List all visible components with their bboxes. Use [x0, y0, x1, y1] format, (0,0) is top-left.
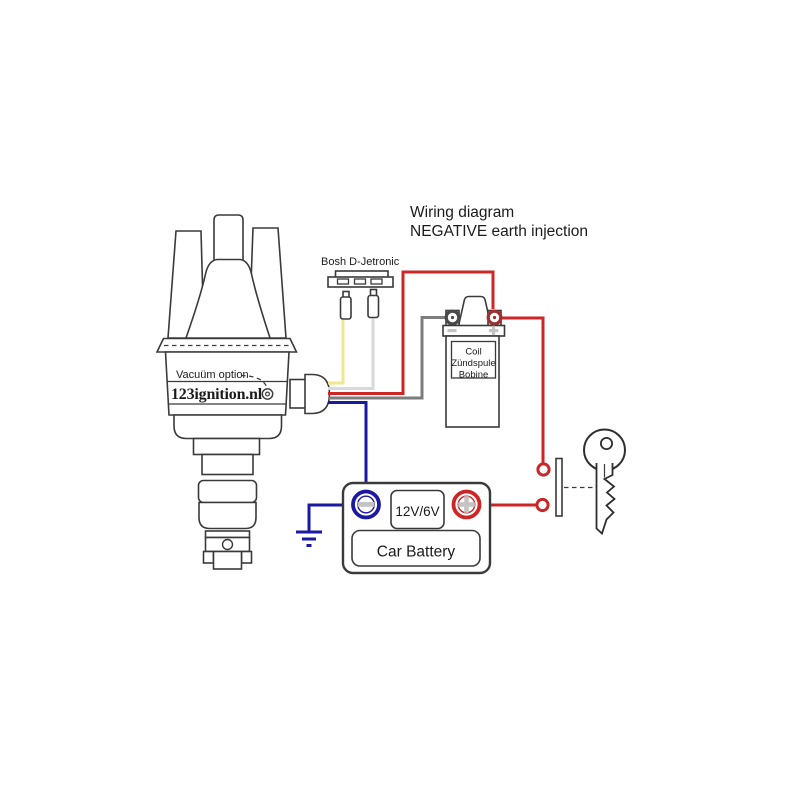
coil-label-line-1: Coil	[465, 347, 481, 358]
shaft-section-3	[197, 479, 258, 504]
wires	[296, 270, 545, 547]
bosch-connector: Bosh D-Jetronic	[321, 256, 400, 320]
title-line-2: NEGATIVE earth injection	[410, 223, 588, 240]
key-hole	[600, 436, 614, 450]
bosch-slot-1	[336, 278, 350, 285]
distributor-body	[164, 351, 290, 416]
coil-label-box	[450, 340, 497, 379]
key-icon	[583, 428, 626, 536]
shaft-collar	[204, 530, 251, 539]
coil-plus-mark-icon-v	[491, 325, 496, 336]
battery-voltage-label: 12V/6V	[395, 504, 439, 519]
coil-minus-mark-icon	[447, 329, 457, 333]
distributor-lower-housing	[173, 414, 283, 440]
switch-terminal-lower	[535, 497, 550, 513]
coil-label-line-2: Zündspule	[451, 358, 495, 369]
bosch-connector-label: Bosh D-Jetronic	[321, 256, 400, 268]
battery-voltage-box	[390, 489, 445, 530]
wire-blue-distributor-to-battery	[328, 401, 368, 492]
drive-gear-tab-left	[202, 550, 215, 564]
battery-name-box	[351, 529, 481, 567]
wire-white	[328, 318, 375, 390]
registered-mark-icon	[261, 388, 274, 400]
car-battery: 12V/6V Car Battery	[341, 481, 492, 575]
wire-red-distributor-to-coil	[328, 270, 495, 395]
shaft-section-4	[198, 501, 257, 530]
distributor-cap-dome	[184, 258, 272, 339]
coil-ht-tower	[457, 295, 493, 327]
bosch-slot-2	[353, 278, 367, 285]
vacuum-leader-dashes	[240, 374, 268, 387]
shaft-section-2	[201, 453, 254, 476]
distributor-cap-flange	[155, 337, 298, 353]
bosch-pin-left	[339, 296, 352, 320]
ground-symbol-icon	[296, 530, 322, 547]
battery-minus-mark-icon	[357, 502, 375, 507]
title-line-1: Wiring diagram	[410, 204, 514, 221]
coil-terminal-minus-dot	[450, 315, 455, 320]
bosch-pin-right	[367, 294, 380, 319]
shaft-pin-hole	[221, 538, 234, 551]
wire-red-coil-to-switch	[499, 316, 545, 464]
switch-plate	[555, 457, 563, 517]
wire-blue-battery-to-ground	[307, 503, 354, 531]
diagram-title: Wiring diagram NEGATIVE earth injection	[410, 204, 588, 240]
blue-wiring	[296, 401, 368, 547]
distributor-tower-center	[213, 214, 244, 264]
wire-yellow	[328, 320, 345, 385]
drive-gear-block	[212, 550, 243, 570]
coil-terminal-plus-dot	[492, 315, 497, 320]
drive-gear-tab-right	[240, 550, 253, 564]
shaft-section-1	[192, 437, 261, 456]
ignition-switch	[535, 428, 626, 536]
bosch-slot-3	[370, 278, 383, 285]
key-blade	[595, 463, 616, 536]
ignition-coil: Coil Zündspule Bobine	[442, 295, 506, 428]
vacuum-option-label: Vacuüm option	[176, 369, 249, 381]
wire-plug	[304, 373, 331, 415]
registered-mark-dot-icon	[265, 391, 271, 397]
brand-label: 123ignition.nl	[171, 386, 263, 403]
coil-label-line-3: Bobine	[459, 370, 489, 381]
distributor: Vacuüm option 123ignition.nl	[155, 214, 331, 570]
wire-gray	[328, 316, 445, 400]
battery-plus-mark-icon-v	[464, 496, 469, 513]
battery-name-label: Car Battery	[377, 544, 456, 561]
switch-terminal-upper	[536, 462, 551, 477]
